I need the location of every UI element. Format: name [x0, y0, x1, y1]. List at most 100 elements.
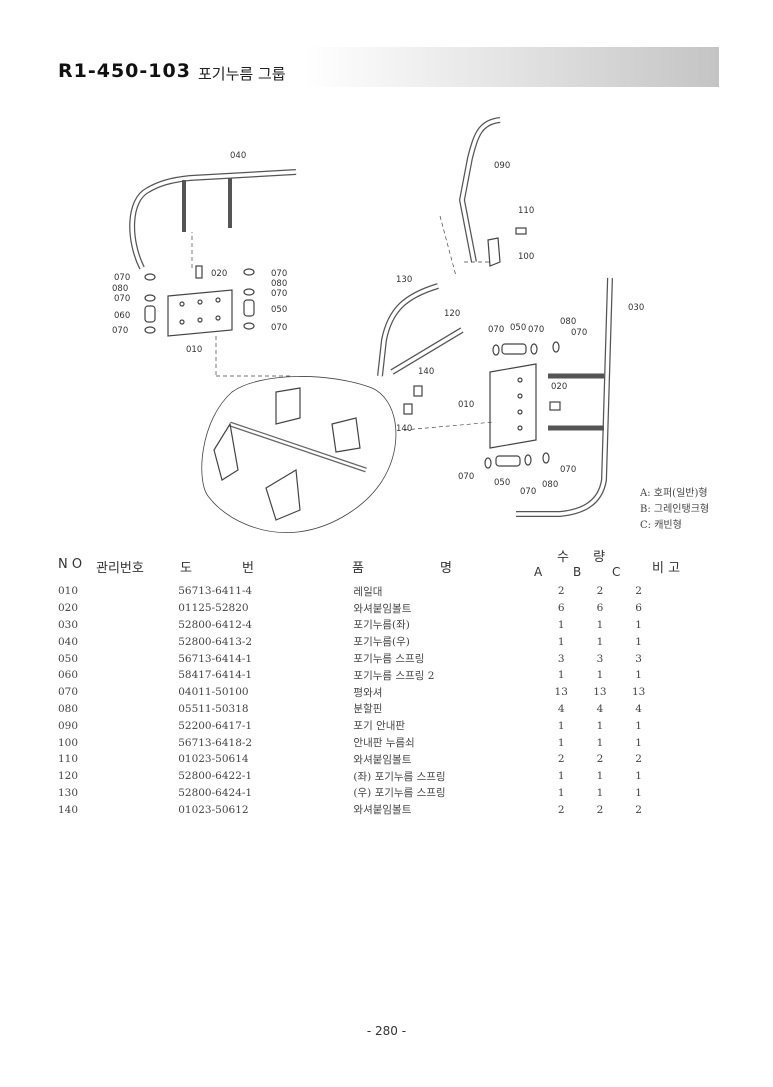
callout-080: 080 — [271, 279, 287, 289]
cell-part-number: 01125-52820 — [178, 602, 249, 615]
cell-qty-b: 2 — [596, 803, 604, 816]
cell-part-number: 52800-6422-1 — [178, 770, 253, 783]
cell-no: 030 — [58, 618, 79, 631]
cell-qty-b: 1 — [596, 719, 604, 732]
callout-030: 030 — [628, 303, 644, 313]
callout-070: 070 — [114, 294, 130, 304]
cell-no: 120 — [58, 770, 79, 783]
cell-part-number: 52200-6417-1 — [178, 719, 253, 732]
cell-qty-a: 13 — [554, 686, 568, 699]
header-name-1: 품 — [352, 561, 364, 576]
callout-070: 070 — [560, 465, 576, 475]
cell-part-number: 58417-6414-1 — [178, 669, 253, 682]
cell-qty-a: 4 — [557, 702, 565, 715]
cell-part-number: 52800-6424-1 — [178, 786, 253, 799]
legend-type-b: B: 그레인탱크형 — [640, 504, 710, 515]
header-drawing-2: 번 — [242, 561, 254, 576]
callout-090: 090 — [494, 161, 510, 171]
callout-010: 010 — [458, 400, 474, 410]
callout-080: 080 — [542, 480, 558, 490]
cell-qty-b: 1 — [596, 736, 604, 749]
callout-120: 120 — [444, 309, 460, 319]
cell-part-name: 와셔붙임볼트 — [353, 804, 412, 817]
table-row: 130 52800-6424-1 (우) 포기누름 스프링 1 1 1 — [58, 785, 658, 802]
cell-qty-a: 2 — [557, 803, 565, 816]
callout-010: 010 — [186, 345, 202, 355]
cell-part-number: 01023-50612 — [178, 803, 249, 816]
callout-070: 070 — [520, 487, 536, 497]
exploded-parts-diagram: 040 090 110 100 070 080 070 060 070 020 … — [112, 117, 644, 534]
callout-020: 020 — [211, 269, 227, 279]
cell-no: 090 — [58, 719, 79, 732]
cell-qty-a: 6 — [557, 602, 565, 615]
callout-050: 050 — [510, 323, 526, 333]
cell-qty-b: 4 — [596, 702, 604, 715]
cell-part-name: 와셔붙임볼트 — [353, 602, 412, 615]
cell-part-name: 레일대 — [353, 585, 383, 598]
callout-070: 070 — [271, 323, 287, 333]
cell-qty-b: 1 — [596, 786, 604, 799]
cell-qty-a: 1 — [557, 770, 565, 783]
cell-no: 130 — [58, 786, 79, 799]
cell-qty-a: 1 — [557, 719, 565, 732]
cell-part-name: 포기누름 스프링 — [353, 653, 425, 666]
cell-part-number: 56713-6411-4 — [178, 585, 253, 598]
cell-qty-a: 1 — [557, 736, 565, 749]
cell-no: 110 — [58, 753, 79, 766]
cell-part-name: 안내판 누름쇠 — [353, 737, 415, 750]
part-010-bracket-right — [489, 363, 537, 449]
cell-part-name: 분할핀 — [353, 703, 383, 716]
legend-type-a: A: 호퍼(일반)형 — [640, 488, 708, 499]
cell-qty-a: 1 — [557, 669, 565, 682]
table-row: 140 01023-50612 와셔붙임볼트 2 2 2 — [58, 801, 658, 818]
cell-part-name: (우) 포기누름 스프링 — [353, 787, 446, 800]
page-number: - 280 - — [366, 1024, 407, 1038]
cell-part-name: 포기누름(좌) — [353, 619, 410, 632]
cell-no: 060 — [58, 669, 79, 682]
callout-080: 080 — [560, 317, 576, 327]
cell-part-number: 52800-6412-4 — [178, 618, 253, 631]
cell-qty-c: 2 — [635, 803, 642, 816]
cell-part-number: 56713-6418-2 — [178, 736, 253, 749]
cell-part-number: 56713-6414-1 — [178, 652, 253, 665]
cell-no: 010 — [58, 585, 79, 598]
cell-qty-c: 1 — [635, 669, 642, 682]
callout-070: 070 — [488, 325, 504, 335]
cell-part-number: 52800-6413-2 — [178, 635, 253, 648]
cell-qty-a: 1 — [557, 786, 565, 799]
cell-no: 100 — [58, 736, 79, 749]
part-030-rod — [516, 277, 613, 517]
cell-qty-b: 6 — [596, 602, 604, 615]
cell-part-name: 포기 안내판 — [353, 720, 406, 733]
callout-110: 110 — [518, 206, 534, 216]
callout-050: 050 — [271, 305, 287, 315]
cell-part-name: (좌) 포기누름 스프링 — [353, 770, 446, 783]
header-qty-a: A — [534, 565, 543, 579]
cell-qty-b: 2 — [596, 753, 604, 766]
cell-qty-c: 1 — [635, 786, 642, 799]
callout-140: 140 — [418, 367, 434, 377]
cell-no: 140 — [58, 803, 79, 816]
diagram-callouts: 040 090 110 100 070 080 070 060 070 020 … — [112, 151, 644, 497]
cell-qty-c: 3 — [635, 652, 642, 665]
cell-qty-c: 4 — [635, 702, 642, 715]
cell-qty-c: 1 — [635, 618, 642, 631]
callout-140: 140 — [396, 424, 412, 434]
callout-070: 070 — [271, 289, 287, 299]
cell-part-name: 와셔붙임볼트 — [353, 753, 412, 766]
cell-qty-b: 3 — [596, 652, 604, 665]
cell-qty-a: 2 — [557, 585, 565, 598]
cell-no: 050 — [58, 652, 79, 665]
cell-qty-c: 2 — [635, 753, 642, 766]
cell-qty-c: 13 — [631, 686, 646, 699]
callout-070: 070 — [112, 326, 128, 336]
cell-qty-c: 1 — [635, 770, 642, 783]
cell-no: 080 — [58, 702, 79, 715]
